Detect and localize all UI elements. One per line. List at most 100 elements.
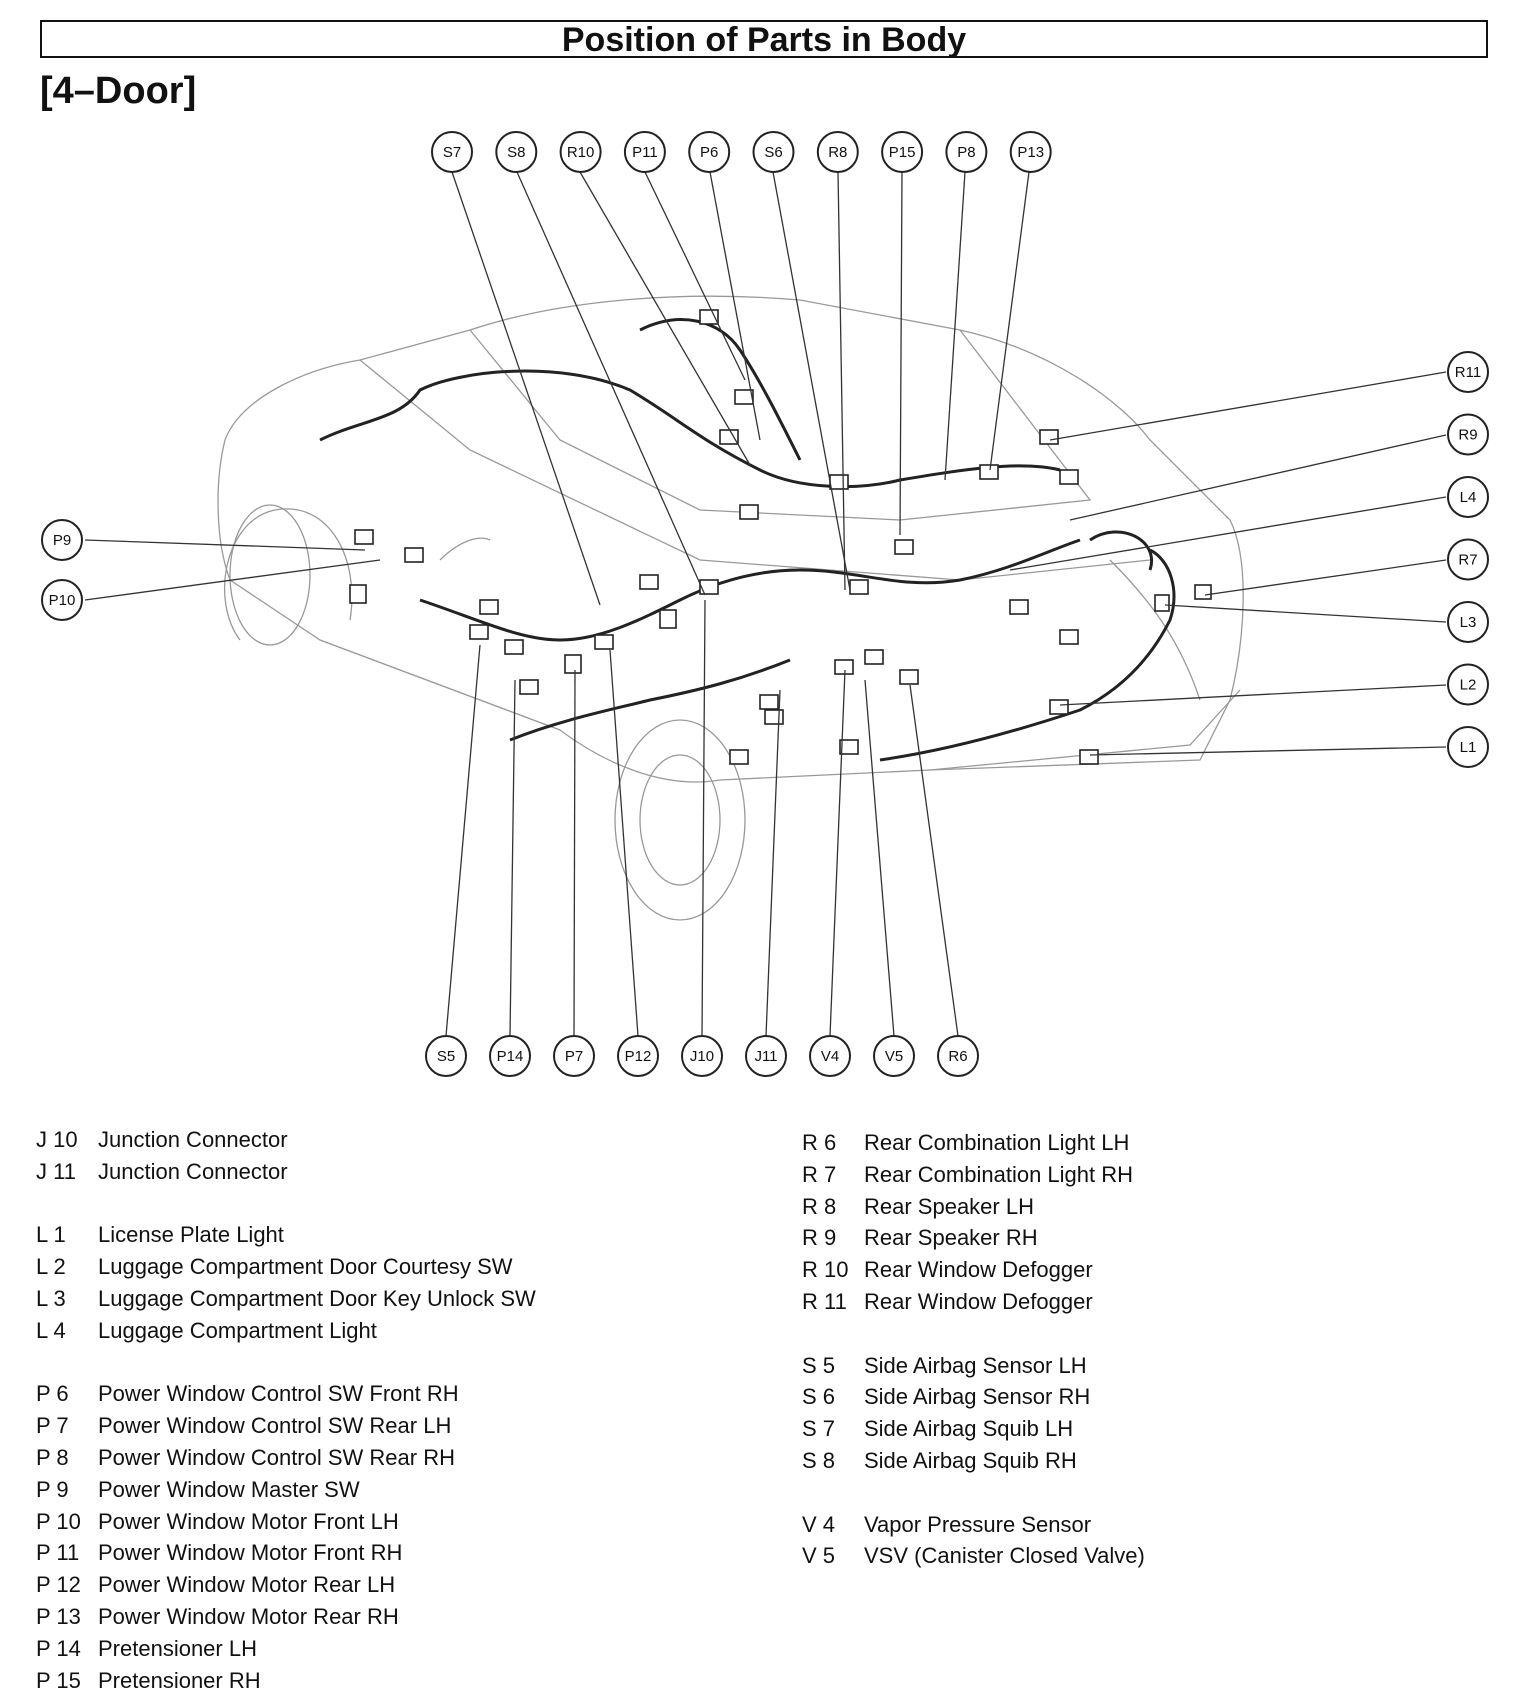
callout-label: P9 xyxy=(53,532,71,549)
legend-code: P 11 xyxy=(36,1540,80,1566)
callout-circle xyxy=(816,131,859,173)
callout-r11: R11 xyxy=(1447,351,1489,393)
legend-name: Power Window Motor Front RH xyxy=(98,1540,403,1566)
callout-label: P14 xyxy=(497,1048,524,1065)
legend-code: R 9 xyxy=(802,1225,837,1251)
callout-label: R7 xyxy=(1458,552,1477,569)
callout-label: S5 xyxy=(437,1048,455,1065)
callout-label: R10 xyxy=(567,144,595,161)
callout-s5: S5 xyxy=(425,1035,467,1077)
legend-code: P 8 xyxy=(36,1444,69,1470)
legend-code: P 6 xyxy=(36,1381,69,1407)
page-subtitle: [4–Door] xyxy=(40,70,197,112)
callout-p11: P11 xyxy=(623,131,666,173)
callout-circle xyxy=(495,131,538,173)
callout-circle xyxy=(489,1035,531,1077)
callout-label: P8 xyxy=(957,144,975,161)
callout-circle xyxy=(752,131,795,173)
legend-item: P 6 Power Window Control SW Front RH xyxy=(36,1378,536,1410)
callout-label: R8 xyxy=(828,144,847,161)
legend-name: Pretensioner LH xyxy=(98,1635,257,1661)
legend-gap xyxy=(802,1477,1145,1509)
legend-code: S 6 xyxy=(802,1384,836,1410)
callout-s6: S6 xyxy=(752,131,795,173)
wire-harness xyxy=(319,318,1176,762)
callout-circle xyxy=(559,131,602,173)
legend-name: Junction Connector xyxy=(98,1158,288,1184)
callout-circle xyxy=(617,1035,659,1077)
leader-lines xyxy=(84,171,1447,1037)
legend-gap xyxy=(36,1347,536,1379)
callout-label: P10 xyxy=(49,592,76,609)
callout-label: P13 xyxy=(1017,144,1044,161)
legend-code: S 8 xyxy=(802,1447,836,1473)
callout-l4: L4 xyxy=(1447,476,1489,518)
callout-label: J10 xyxy=(690,1048,714,1065)
callout-label: P6 xyxy=(700,144,718,161)
legend-code: J 11 xyxy=(36,1158,76,1184)
legend-name: Rear Window Defogger xyxy=(864,1288,1093,1314)
connector-blocks xyxy=(349,309,1212,765)
legend-name: Power Window Control SW Rear LH xyxy=(98,1413,452,1439)
legend-name: Power Window Control SW Front RH xyxy=(98,1381,459,1407)
legend-name: Luggage Compartment Door Key Unlock SW xyxy=(98,1285,536,1311)
callout-v4: V4 xyxy=(809,1035,851,1077)
callout-label: P15 xyxy=(889,144,916,161)
callout-circle xyxy=(881,131,924,173)
legend-code: P 13 xyxy=(36,1603,81,1629)
legend-code: S 5 xyxy=(802,1352,836,1378)
legend-name: Vapor Pressure Sensor xyxy=(864,1511,1092,1537)
callout-circle xyxy=(1447,476,1489,518)
legend-name: License Plate Light xyxy=(98,1222,284,1248)
callout-label: P7 xyxy=(565,1048,583,1065)
title-box: Position of Parts in Body xyxy=(40,20,1488,58)
callout-p14: P14 xyxy=(489,1035,531,1077)
legend-name: Power Window Motor Rear LH xyxy=(98,1572,396,1598)
callout-circle xyxy=(431,131,473,173)
legend-gap xyxy=(802,1318,1145,1350)
legend-name: Power Window Master SW xyxy=(98,1476,360,1502)
legend-name: VSV (Canister Closed Valve) xyxy=(864,1543,1145,1569)
callout-r7: R7 xyxy=(1447,538,1489,581)
legend-gap xyxy=(36,1188,536,1220)
callout-label: P11 xyxy=(632,144,658,161)
legend-name: Luggage Compartment Light xyxy=(98,1317,377,1343)
callout-l3: L3 xyxy=(1447,601,1489,643)
callout-p15: P15 xyxy=(881,131,924,173)
legend-name: Rear Speaker LH xyxy=(864,1193,1034,1219)
legend-name: Side Airbag Sensor LH xyxy=(864,1352,1087,1378)
callout-circle xyxy=(945,131,988,173)
legend-code: S 7 xyxy=(802,1416,836,1442)
callout-l1: L1 xyxy=(1447,726,1489,768)
legend-name: Rear Combination Light LH xyxy=(864,1130,1130,1155)
car-outline xyxy=(217,295,1244,921)
legend-code: P 15 xyxy=(36,1667,81,1693)
callout-circle xyxy=(873,1035,915,1077)
legend-item: J 11 Junction Connector xyxy=(36,1156,536,1188)
callout-label: S6 xyxy=(764,144,782,161)
legend-item: P 11 Power Window Motor Front RH xyxy=(36,1537,536,1569)
callout-circle xyxy=(1009,131,1052,173)
callout-circle xyxy=(937,1035,979,1077)
legend-code: P 10 xyxy=(36,1508,81,1534)
callout-r9: R9 xyxy=(1447,413,1489,456)
callout-circle xyxy=(809,1035,851,1077)
legend-code: R 10 xyxy=(802,1257,849,1283)
